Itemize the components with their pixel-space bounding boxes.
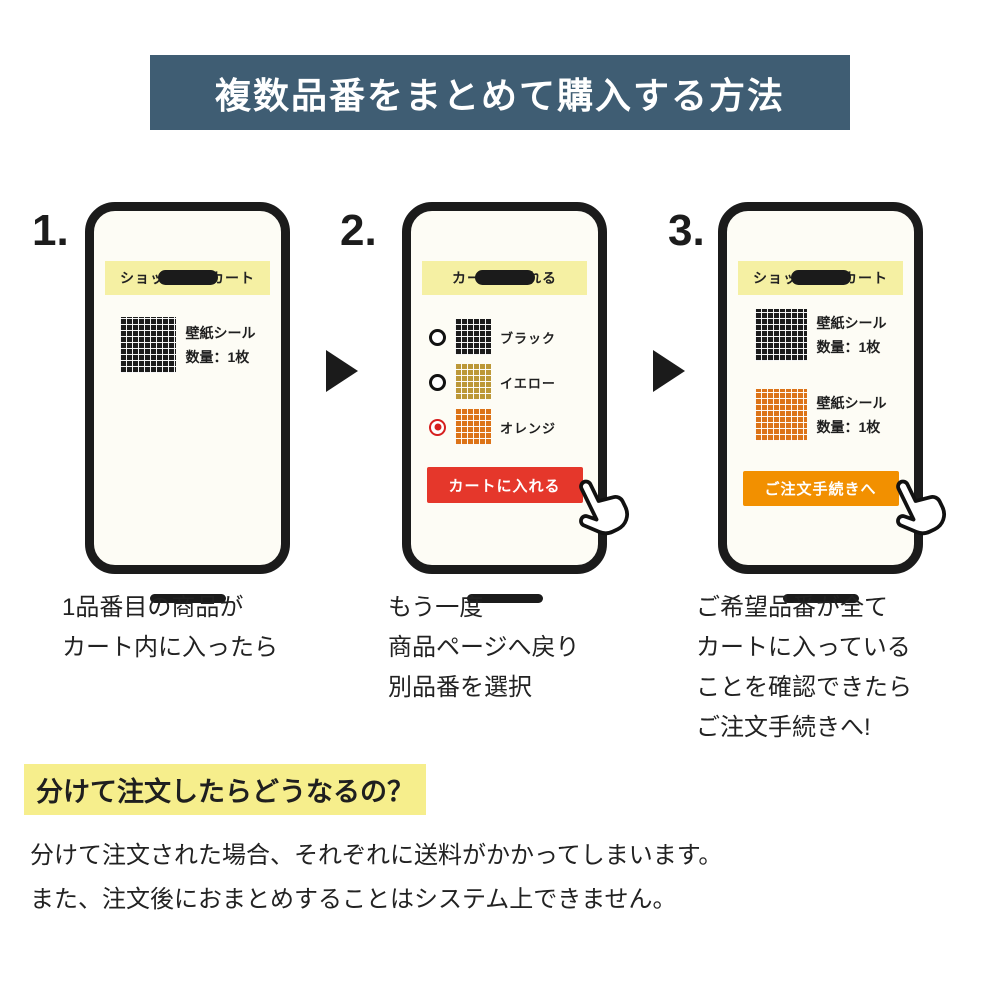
- phone-mockup-step-1: ショッピングカート 壁紙シール 数量：1枚: [85, 202, 290, 603]
- black-swatch-icon: [754, 309, 807, 361]
- cart-item: 壁紙シール 数量：1枚: [727, 309, 914, 361]
- color-option-label: イエロー: [500, 375, 556, 391]
- phone-home-indicator: [466, 594, 543, 603]
- phone-mockup-step-2: カートに入れる ブラック イエロー オレンジ カートに入れる: [402, 202, 607, 603]
- black-swatch-icon: [119, 317, 176, 373]
- note-line: 分けて注文された場合、それぞれに送料がかかってしまいます。: [30, 842, 723, 869]
- step-2-number: 2.: [340, 206, 377, 255]
- caption-line: カートに入っている: [696, 634, 911, 661]
- product-name: 壁紙シール: [816, 314, 887, 331]
- yellow-swatch-icon: [455, 364, 491, 400]
- caption-line: ご希望品番が全て: [696, 594, 888, 621]
- phone-notch: [790, 270, 851, 285]
- caption-line: 商品ページへ戻り: [388, 634, 580, 661]
- radio-unselected-icon[interactable]: [429, 328, 446, 346]
- pointer-hand-icon: [552, 463, 640, 551]
- header-banner: 複数品番をまとめて購入する方法: [150, 55, 850, 130]
- product-name: 壁紙シール: [816, 394, 887, 411]
- cart-item: 壁紙シール 数量：1枚: [727, 389, 914, 441]
- phone-notch: [157, 270, 218, 285]
- phone-notch: [474, 270, 535, 285]
- caption-line: もう一度: [388, 594, 484, 621]
- orange-swatch-icon: [455, 409, 491, 445]
- phone-screen: ショッピングカート 壁紙シール 数量：1枚: [94, 261, 281, 615]
- phone-screen: ショッピングカート 壁紙シール 数量：1枚 壁紙シール 数量：1枚 ご注文手続き…: [727, 261, 914, 615]
- phone-home-indicator: [782, 594, 859, 603]
- caption-line: 1品番目の商品が: [62, 594, 244, 621]
- phone-home-indicator: [149, 594, 226, 603]
- caption-line: ことを確認できたら: [696, 674, 912, 701]
- cart-item-text: 壁紙シール 数量：1枚: [817, 391, 887, 440]
- step-1-caption: 1品番目の商品が カート内に入ったら: [62, 588, 278, 668]
- add-to-cart-button[interactable]: カートに入れる: [426, 467, 583, 503]
- color-option-label: オレンジ: [500, 420, 557, 436]
- color-option-label: ブラック: [500, 330, 557, 346]
- pointer-hand-icon: [869, 463, 957, 551]
- cart-item-text: 壁紙シール 数量：1枚: [817, 311, 887, 360]
- color-option-orange[interactable]: オレンジ: [429, 409, 598, 445]
- product-quantity: 数量：1枚: [816, 339, 881, 355]
- step-3-caption: ご希望品番が全て カートに入っている ことを確認できたら ご注文手続きへ!: [696, 588, 912, 748]
- checkout-button[interactable]: ご注文手続きへ: [742, 471, 899, 506]
- caption-line: カート内に入ったら: [62, 634, 278, 661]
- caption-line: ご注文手続きへ!: [696, 714, 871, 741]
- color-option-yellow[interactable]: イエロー: [429, 364, 598, 400]
- product-quantity: 数量：1枚: [816, 419, 881, 435]
- question-heading: 分けて注文したらどうなるの？: [24, 764, 426, 815]
- black-swatch-icon: [455, 319, 491, 355]
- radio-selected-icon[interactable]: [429, 418, 446, 436]
- step-3-number: 3.: [668, 206, 705, 255]
- cart-item-text: 壁紙シール 数量：1枚: [186, 321, 256, 370]
- radio-unselected-icon[interactable]: [429, 373, 446, 391]
- caption-line: 別品番を選択: [388, 674, 532, 701]
- phone-mockup-step-3: ショッピングカート 壁紙シール 数量：1枚 壁紙シール 数量：1枚 ご注文手続き…: [718, 202, 923, 603]
- right-arrow-icon: [326, 350, 358, 392]
- color-option-black[interactable]: ブラック: [429, 319, 598, 355]
- phone-screen: カートに入れる ブラック イエロー オレンジ カートに入れる: [411, 261, 598, 615]
- note-line: また、注文後におまとめすることはシステム上できません。: [30, 886, 677, 913]
- orange-swatch-icon: [754, 389, 807, 441]
- cart-item: 壁紙シール 数量：1枚: [94, 317, 281, 373]
- page-title: 複数品番をまとめて購入する方法: [214, 74, 785, 116]
- step-1-number: 1.: [32, 206, 69, 255]
- footer-notes: 分けて注文された場合、それぞれに送料がかかってしまいます。 また、注文後におまと…: [30, 834, 722, 922]
- product-name: 壁紙シール: [185, 324, 256, 341]
- step-2-caption: もう一度 商品ページへ戻り 別品番を選択: [388, 588, 580, 708]
- product-quantity: 数量：1枚: [185, 349, 250, 365]
- right-arrow-icon: [653, 350, 685, 392]
